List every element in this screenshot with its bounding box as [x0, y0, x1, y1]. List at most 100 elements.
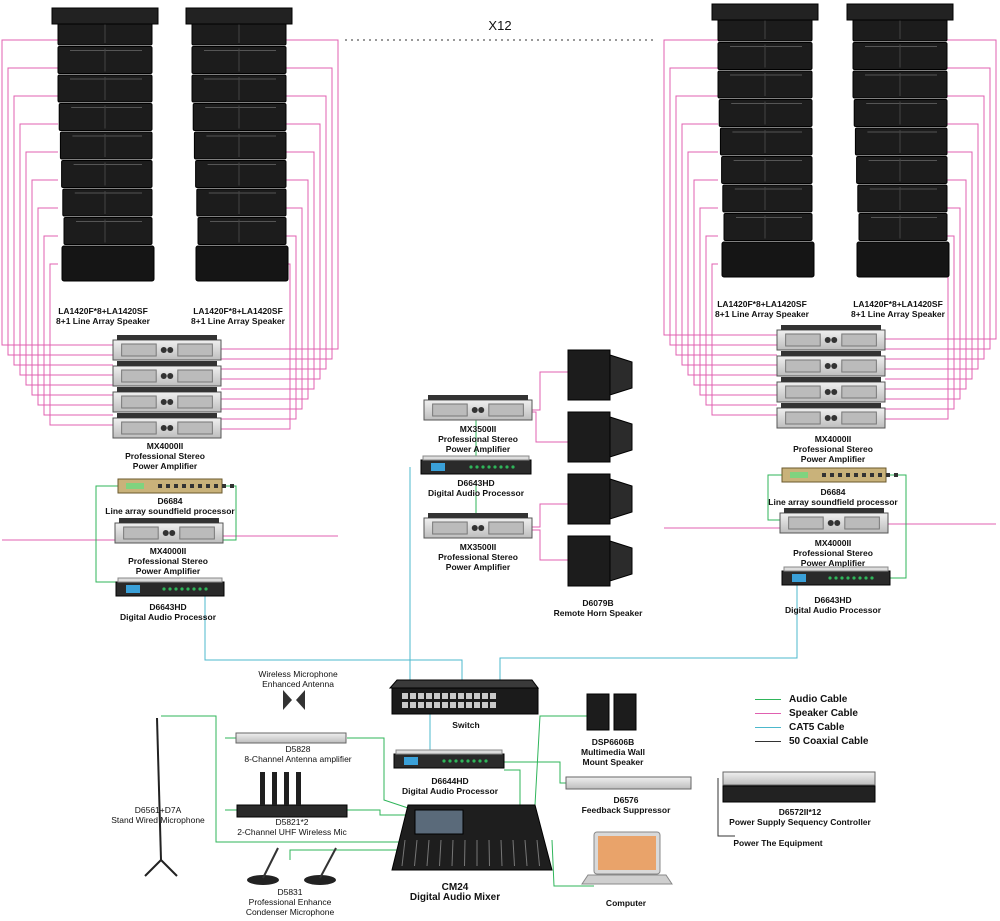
amp-right-3	[776, 377, 886, 403]
speaker-cable	[705, 235, 777, 406]
processor-button	[862, 473, 866, 477]
dap-right	[781, 566, 891, 586]
speaker-cable	[681, 123, 777, 366]
amp-knob	[471, 525, 478, 531]
horn-speaker	[567, 535, 633, 587]
handheld-mic	[296, 772, 301, 805]
amp-left-4	[112, 413, 222, 439]
amp-knob	[160, 425, 167, 431]
rack-led	[481, 465, 485, 469]
label-line: Power Supply Sequency Controller	[729, 817, 871, 827]
label-line: D5831	[277, 887, 303, 897]
amp-grille	[121, 343, 157, 357]
dap-mid	[420, 455, 532, 475]
amp-left-1	[112, 335, 222, 361]
speaker-cable	[43, 235, 113, 416]
label-line: 8-Channel Antenna amplifier	[244, 754, 352, 764]
mic-leg	[144, 859, 162, 877]
flying-frame	[51, 7, 159, 25]
label-line: Multimedia Wall	[581, 747, 645, 757]
processor-button	[886, 473, 890, 477]
processor-button	[158, 484, 162, 488]
amp-grille	[785, 333, 821, 347]
label-line: Power Amplifier	[800, 558, 866, 568]
processor-left	[117, 478, 234, 494]
amp-knob	[831, 363, 838, 369]
label-line: Power The Equipment	[733, 838, 823, 848]
line-array-cabinet	[857, 184, 948, 213]
horn-body	[567, 411, 611, 463]
processor-button	[198, 484, 202, 488]
processor-button	[838, 473, 842, 477]
processor-display	[126, 483, 144, 489]
amp-grille	[841, 359, 877, 373]
cat5-cable	[499, 585, 798, 680]
label-line: 8+1 Line Array Speaker	[851, 309, 945, 319]
mixer-fader	[426, 839, 430, 867]
label-line: Professional Stereo	[438, 434, 518, 444]
rack-led	[466, 759, 470, 763]
amp-grille	[432, 521, 468, 535]
speaker-cable	[19, 123, 113, 376]
legend-swatch	[755, 726, 781, 728]
amp-knob	[167, 347, 174, 353]
processor-display	[790, 472, 808, 478]
cable-layer	[1, 39, 997, 887]
label-line: MX4000II	[149, 546, 187, 556]
amp-knob	[471, 407, 478, 413]
amp-knob	[478, 525, 485, 531]
amp-grille	[844, 516, 880, 530]
subwoofer-cabinet	[61, 245, 155, 282]
mic-base	[247, 875, 279, 885]
speaker-cable	[221, 123, 321, 380]
label-line: MX4000II	[146, 441, 184, 451]
switch-port	[434, 693, 440, 699]
amp-knob	[824, 337, 831, 343]
audio-cable	[347, 809, 408, 816]
amp-grille	[179, 526, 215, 540]
label-line: MX4000II	[814, 434, 852, 444]
label-line: DSP6606B	[591, 737, 635, 747]
legend-item: Speaker Cable	[755, 706, 858, 720]
legend-item: Audio Cable	[755, 692, 847, 706]
switch-device	[388, 679, 539, 715]
amp-knob	[167, 425, 174, 431]
processor-button	[214, 484, 218, 488]
rack-led	[505, 465, 509, 469]
amp-knob	[824, 389, 831, 395]
switch-port	[418, 702, 424, 708]
subwoofer-cabinet	[721, 241, 815, 278]
amp-mid-1	[423, 395, 533, 421]
speaker-cable	[885, 207, 961, 400]
amp-grille	[177, 343, 213, 357]
laptop-base	[581, 874, 673, 885]
line-array-cabinet	[58, 103, 153, 131]
handheld-mic	[260, 772, 265, 805]
label-line: LA1420F*8+LA1420SF	[58, 306, 148, 316]
speaker-cable	[699, 207, 777, 396]
line-array-cabinet	[193, 131, 287, 160]
switch-top	[388, 679, 539, 689]
rack-led	[487, 465, 491, 469]
horn-body	[567, 535, 611, 587]
amp-knob	[478, 407, 485, 413]
dap-left	[115, 577, 225, 597]
audio-cable	[534, 715, 587, 806]
amp-knob	[160, 347, 167, 353]
label-power-equip: Power The Equipment	[733, 838, 822, 848]
label-line: Computer	[605, 898, 647, 908]
switch-port	[426, 693, 432, 699]
horn-body	[567, 349, 611, 401]
rack-led	[442, 759, 446, 763]
label-line: Enhanced Antenna	[262, 679, 334, 689]
amp-top	[428, 513, 528, 518]
sequencer-top	[722, 771, 876, 786]
label-line: MX3500II	[459, 542, 497, 552]
antenna-amp-device	[235, 690, 347, 744]
amp-grille	[841, 411, 877, 425]
